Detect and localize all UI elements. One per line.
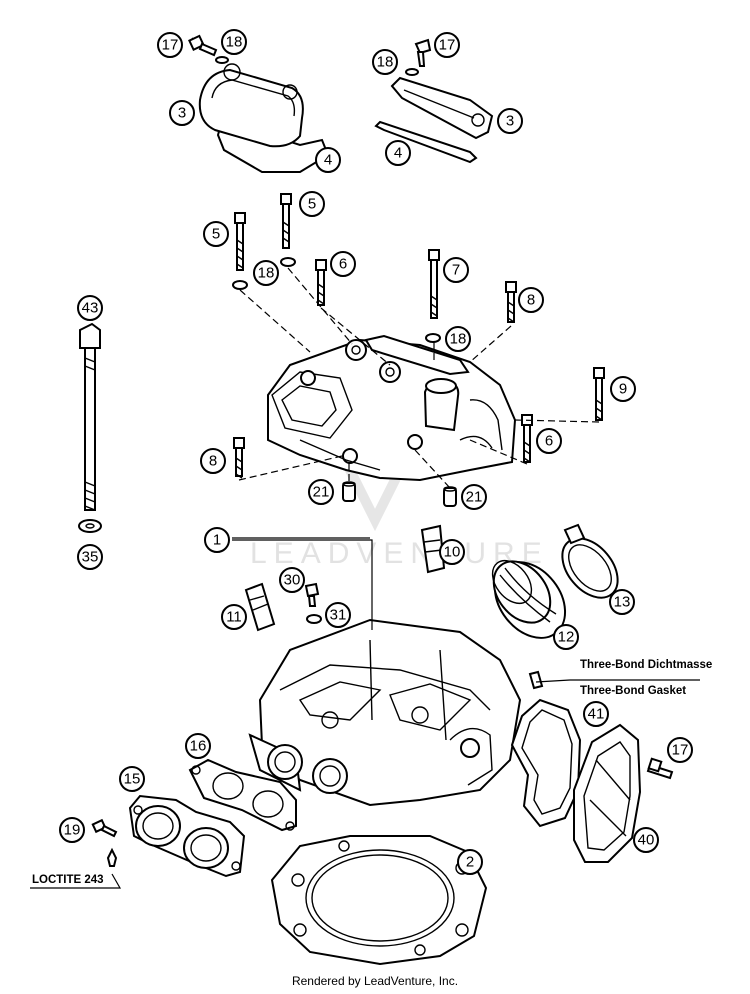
svg-text:9: 9 — [619, 381, 627, 398]
callout-11: 11 — [221, 604, 247, 630]
small-parts-mid — [244, 524, 446, 632]
callout-4a: 4 — [315, 147, 341, 173]
callout-18b: 18 — [372, 49, 398, 75]
svg-text:8: 8 — [209, 453, 217, 470]
svg-text:21: 21 — [313, 484, 330, 501]
svg-text:8: 8 — [527, 292, 535, 309]
callout-18d: 18 — [445, 326, 471, 352]
loctite-note: LOCTITE 243 — [32, 874, 104, 886]
callout-12: 12 — [553, 624, 579, 650]
side-cover — [573, 723, 674, 863]
svg-text:18: 18 — [258, 265, 275, 282]
dowel-pins — [342, 481, 457, 507]
callout-6a: 6 — [330, 251, 356, 277]
svg-text:18: 18 — [450, 331, 467, 348]
svg-text:43: 43 — [82, 300, 99, 317]
bolts-group — [232, 193, 605, 479]
head-gasket — [270, 835, 488, 966]
valve-cover-right — [374, 38, 494, 164]
svg-text:17: 17 — [439, 37, 456, 54]
callout-9: 9 — [610, 376, 636, 402]
three-bond-note-en: Three-Bond Gasket — [580, 685, 686, 697]
callout-40: 40 — [633, 827, 659, 853]
callout-18c: 18 — [253, 260, 279, 286]
svg-text:11: 11 — [226, 609, 242, 626]
cylinder-head — [248, 618, 544, 807]
callout-3b: 3 — [497, 108, 523, 134]
bolt-19 — [91, 818, 118, 867]
callout-8b: 8 — [200, 448, 226, 474]
svg-text:35: 35 — [82, 549, 99, 566]
svg-text:5: 5 — [212, 226, 220, 243]
svg-text:4: 4 — [324, 152, 332, 169]
callout-17c: 17 — [667, 737, 693, 763]
callout-4b: 4 — [385, 140, 411, 166]
callout-18a: 18 — [221, 29, 247, 55]
callout-2: 2 — [457, 849, 483, 875]
svg-text:17: 17 — [672, 742, 689, 759]
callout-5a: 5 — [203, 221, 229, 247]
callout-5b: 5 — [299, 191, 325, 217]
svg-text:6: 6 — [339, 256, 347, 273]
svg-text:30: 30 — [284, 572, 301, 589]
svg-text:2: 2 — [466, 854, 474, 871]
svg-text:4: 4 — [394, 145, 402, 162]
callout-43: 43 — [77, 295, 103, 321]
callout-8a: 8 — [518, 287, 544, 313]
svg-text:19: 19 — [64, 822, 81, 839]
callout-17a: 17 — [157, 32, 183, 58]
exhaust-gasket — [188, 758, 297, 832]
callout-21b: 21 — [461, 484, 487, 510]
svg-text:15: 15 — [124, 771, 141, 788]
callout-31: 31 — [325, 602, 351, 628]
callout-6b: 6 — [536, 428, 562, 454]
svg-text:41: 41 — [588, 706, 605, 723]
callout-3a: 3 — [169, 100, 195, 126]
callout-19: 19 — [59, 817, 85, 843]
callout-35: 35 — [77, 544, 103, 570]
callout-7: 7 — [443, 257, 469, 283]
svg-text:16: 16 — [190, 738, 207, 755]
svg-text:10: 10 — [444, 544, 461, 561]
svg-text:12: 12 — [558, 629, 575, 646]
svg-text:31: 31 — [330, 607, 347, 624]
svg-text:17: 17 — [162, 37, 179, 54]
long-stud — [78, 322, 102, 533]
svg-text:1: 1 — [213, 532, 221, 549]
callout-16: 16 — [185, 733, 211, 759]
footer-credit: Rendered by LeadVenture, Inc. — [291, 974, 459, 988]
callout-10: 10 — [439, 539, 465, 565]
cam-carrier — [267, 334, 517, 482]
svg-text:21: 21 — [466, 489, 483, 506]
cover-gasket — [510, 698, 582, 828]
watermark-text: LEADVENTURE — [250, 537, 549, 570]
leader-lines — [30, 267, 700, 889]
svg-text:40: 40 — [638, 832, 655, 849]
callout-30: 30 — [279, 567, 305, 593]
callout-1: 1 — [204, 527, 230, 553]
intake-manifold — [491, 523, 619, 639]
svg-text:18: 18 — [226, 34, 243, 51]
svg-text:6: 6 — [545, 433, 553, 450]
svg-text:7: 7 — [452, 262, 460, 279]
callout-41: 41 — [583, 701, 609, 727]
svg-text:5: 5 — [308, 196, 316, 213]
exhaust-flange — [128, 794, 246, 878]
callout-17b: 17 — [434, 32, 460, 58]
callout-13: 13 — [609, 589, 635, 615]
svg-text:18: 18 — [377, 54, 394, 71]
svg-text:3: 3 — [178, 105, 186, 122]
valve-cover-left — [188, 34, 330, 173]
callout-15: 15 — [119, 766, 145, 792]
svg-text:3: 3 — [506, 113, 514, 130]
svg-text:13: 13 — [614, 594, 631, 611]
callout-21a: 21 — [308, 479, 334, 505]
three-bond-note-de: Three-Bond Dichtmasse — [580, 659, 712, 671]
